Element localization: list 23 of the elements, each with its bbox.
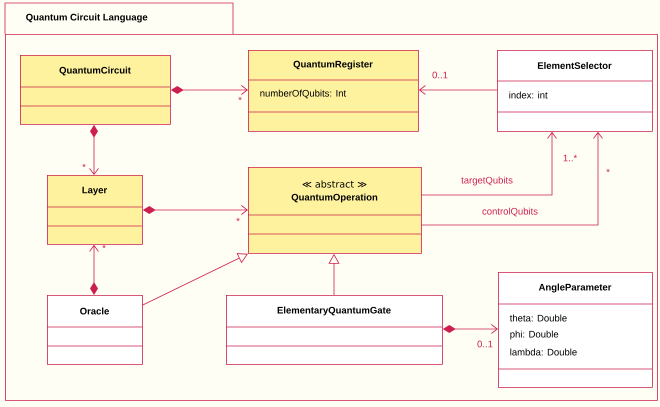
class-box: ≪ abstract ≫ QuantumOperation bbox=[248, 167, 422, 254]
association-line bbox=[421, 132, 603, 226]
class-box: QuantumCircuit bbox=[20, 55, 171, 125]
multiplicity: * bbox=[606, 168, 610, 172]
multiplicity: * bbox=[236, 218, 240, 222]
multiplicity: * bbox=[82, 164, 86, 168]
edge-label: controlQubits bbox=[481, 206, 539, 218]
class-box: ElementSelector index: int bbox=[496, 50, 653, 132]
association-line bbox=[418, 85, 498, 95]
class-box: Oracle bbox=[46, 295, 143, 365]
class-box: QuantumRegister numberOfQubits: Int bbox=[248, 50, 419, 132]
class-box: ElementaryQuantumGate bbox=[226, 295, 443, 365]
edge-label: targetQubits bbox=[460, 176, 514, 186]
multiplicity: * bbox=[102, 244, 106, 248]
node-label: Quantum Circuit Language bbox=[26, 14, 148, 22]
association-line bbox=[421, 132, 557, 196]
association-line bbox=[89, 244, 99, 295]
multiplicity: 1..* bbox=[564, 154, 577, 162]
multiplicity: * bbox=[238, 96, 242, 100]
association-line bbox=[142, 253, 248, 306]
class-box: AngleParameter theta: Double phi: Double lambda: Double bbox=[498, 272, 653, 388]
class-box: Layer bbox=[46, 175, 143, 245]
multiplicity: 0..1 bbox=[432, 72, 448, 78]
